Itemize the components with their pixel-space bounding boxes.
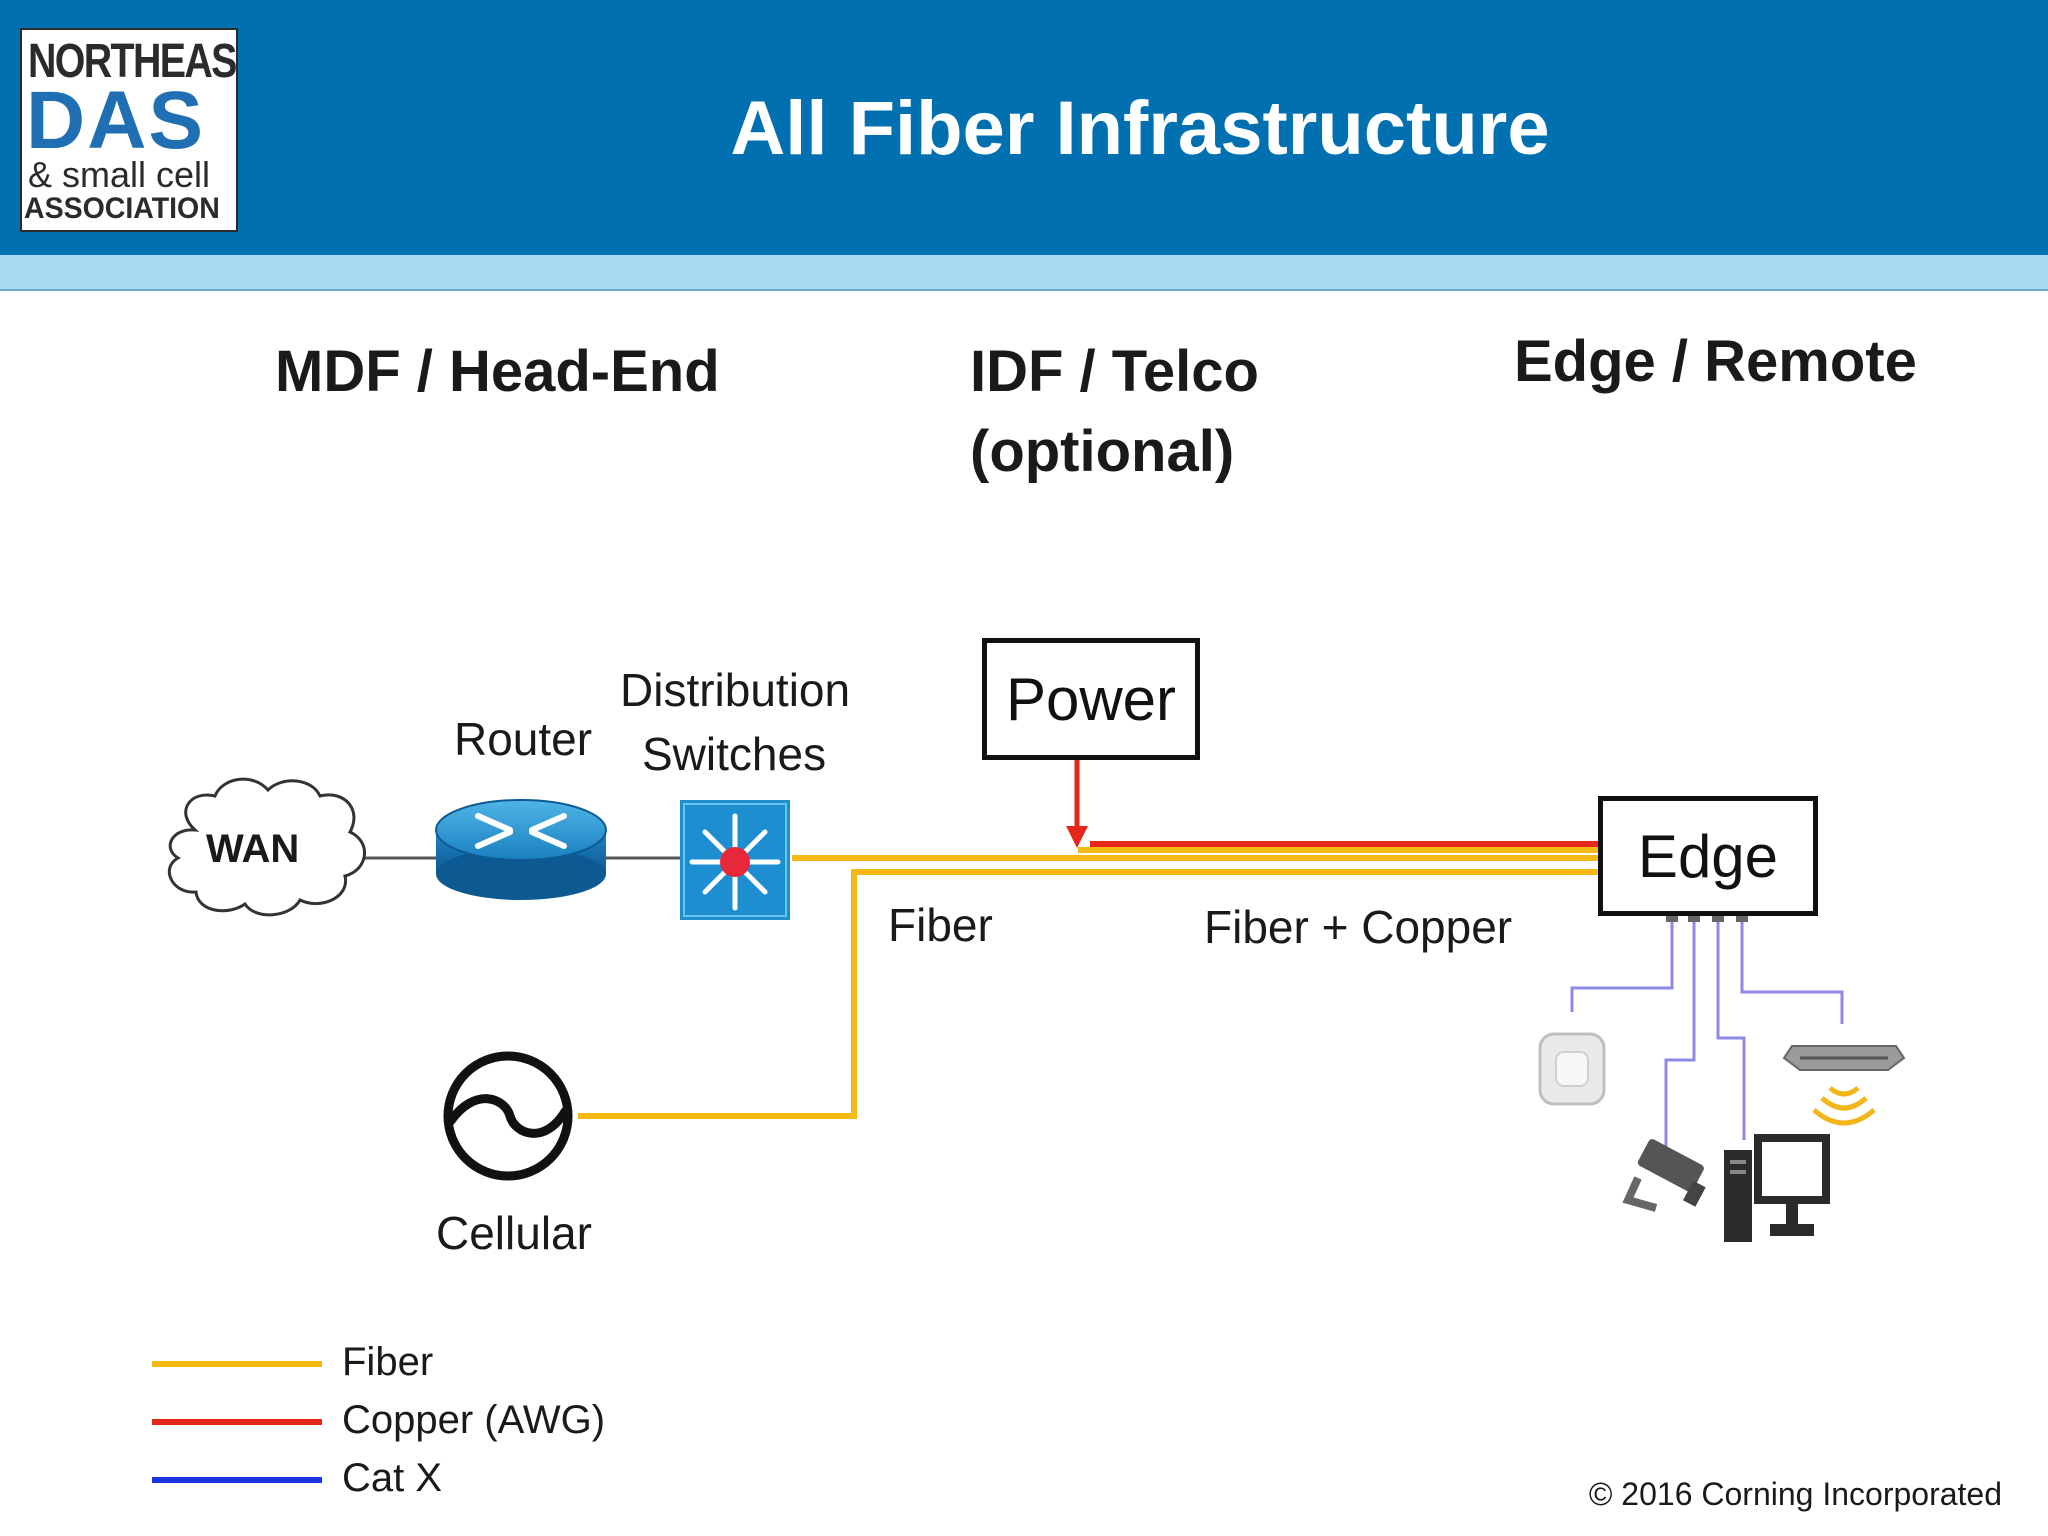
catx-line-access-point [1570,918,1674,1012]
antenna-icon [1782,1045,1906,1126]
slide-title: All Fiber Infrastructure [730,86,1550,171]
legend-fiber-label: Fiber [342,1340,434,1384]
logo-text-association: ASSOCIATION [24,192,220,225]
catx-line-computer [1716,918,1746,1140]
fiber-lines [578,847,1600,1119]
router-label: Router [454,713,593,765]
computer-icon [1724,1134,1830,1242]
logo-text-northeast: NORTHEAST [28,35,238,88]
copyright-notice: © 2016 Corning Incorporated [1588,1476,2002,1512]
header-bar: NORTHEAST DAS & small cell ASSOCIATION A… [0,0,2048,255]
cloud-icon [167,777,367,917]
power-label: Power [1005,665,1177,733]
legend-catx-label: Cat X [342,1456,443,1500]
catx-line-camera [1664,918,1696,1148]
fiber-line-cellular [578,869,1600,1119]
cellular-label: Cellular [436,1207,592,1259]
router-icon [435,799,607,900]
catx-line-antenna [1740,918,1844,1024]
association-logo: NORTHEAST DAS & small cell ASSOCIATION [20,28,238,232]
power-box: Power [982,638,1200,760]
switches-label-line1: Distribution [620,664,851,716]
logo-text-small-cell: & small cell [28,154,211,195]
header-stripe [0,255,2048,291]
column-heading-idf-optional: (optional) [970,419,1235,484]
access-point-icon [1538,1032,1606,1106]
switch-icon [680,800,790,920]
column-heading-idf: IDF / Telco [970,339,1259,404]
column-heading-edge: Edge / Remote [1514,329,1917,394]
wan-label: WAN [206,827,300,871]
switches-label-line2: Switches [642,728,827,780]
edge-box: Edge [1598,796,1818,916]
edge-ports [1666,912,1748,922]
catx-lines [1570,918,1844,1148]
fiber-copper-link-label: Fiber + Copper [1204,901,1513,953]
column-heading-mdf: MDF / Head-End [275,339,720,404]
legend-copper-label: Copper (AWG) [342,1398,606,1442]
power-arrow-icon [1066,826,1088,848]
edge-label: Edge [1637,822,1779,890]
security-camera-icon [1622,1139,1706,1212]
cellular-icon [443,1051,573,1181]
logo-text-das: DAS [26,75,206,166]
fiber-link-label: Fiber [888,899,993,951]
